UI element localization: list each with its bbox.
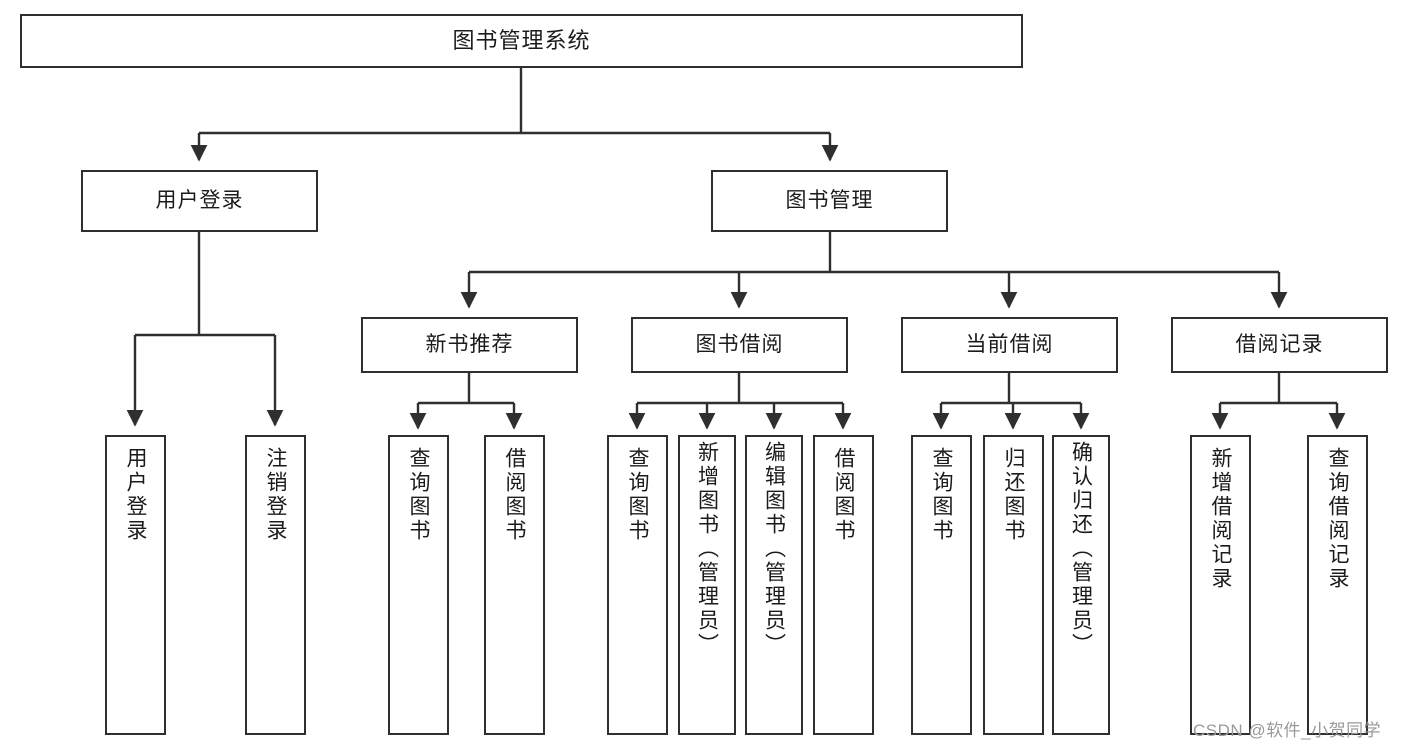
node-book-borrow[interactable]: 图书借阅 [631, 317, 848, 373]
node-leaf-user-logout-label: 注销登录 [264, 447, 287, 543]
node-user-login-label: 用户登录 [155, 188, 244, 212]
node-leaf-edit-book[interactable]: 编辑图书（管理员） [745, 435, 803, 735]
node-leaf-add-record-label: 新增借阅记录 [1209, 447, 1232, 591]
node-leaf-borrow-book-2-label: 借阅图书 [832, 447, 855, 543]
node-leaf-borrow-book-2[interactable]: 借阅图书 [813, 435, 874, 735]
node-leaf-user-login-label: 用户登录 [124, 447, 147, 543]
node-root[interactable]: 图书管理系统 [20, 14, 1023, 68]
node-leaf-query-book-2[interactable]: 查询图书 [607, 435, 668, 735]
node-leaf-query-book-3[interactable]: 查询图书 [911, 435, 972, 735]
node-current-borrow-label: 当前借阅 [965, 332, 1054, 356]
node-leaf-edit-book-label: 编辑图书（管理员） [762, 441, 786, 657]
node-leaf-query-book-2-label: 查询图书 [626, 447, 649, 543]
node-leaf-borrow-book-1-label: 借阅图书 [503, 447, 526, 543]
node-leaf-return-book[interactable]: 归还图书 [983, 435, 1044, 735]
node-current-borrow[interactable]: 当前借阅 [901, 317, 1118, 373]
csdn-watermark-text: CSDN @软件_小贺同学 [1193, 721, 1382, 740]
node-leaf-user-logout[interactable]: 注销登录 [245, 435, 306, 735]
node-leaf-query-book-1[interactable]: 查询图书 [388, 435, 449, 735]
node-new-book-rec[interactable]: 新书推荐 [361, 317, 578, 373]
node-book-manage-label: 图书管理 [785, 188, 874, 212]
node-leaf-add-book-label: 新增图书（管理员） [695, 441, 719, 657]
csdn-watermark: CSDN @软件_小贺同学 [1193, 716, 1381, 741]
node-book-manage[interactable]: 图书管理 [711, 170, 948, 232]
node-leaf-query-book-1-label: 查询图书 [407, 447, 430, 543]
node-leaf-return-book-label: 归还图书 [1002, 447, 1025, 543]
node-root-label: 图书管理系统 [452, 28, 591, 54]
node-book-borrow-label: 图书借阅 [695, 332, 784, 356]
node-leaf-query-record-label: 查询借阅记录 [1326, 447, 1349, 591]
node-leaf-user-login[interactable]: 用户登录 [105, 435, 166, 735]
node-leaf-add-record[interactable]: 新增借阅记录 [1190, 435, 1251, 735]
node-leaf-add-book[interactable]: 新增图书（管理员） [678, 435, 736, 735]
node-new-book-rec-label: 新书推荐 [425, 332, 514, 356]
node-leaf-borrow-book-1[interactable]: 借阅图书 [484, 435, 545, 735]
node-leaf-confirm-return[interactable]: 确认归还（管理员） [1052, 435, 1110, 735]
node-leaf-query-book-3-label: 查询图书 [930, 447, 953, 543]
node-borrow-record-label: 借阅记录 [1235, 332, 1324, 356]
node-leaf-query-record[interactable]: 查询借阅记录 [1307, 435, 1368, 735]
node-user-login[interactable]: 用户登录 [81, 170, 318, 232]
node-borrow-record[interactable]: 借阅记录 [1171, 317, 1388, 373]
node-leaf-confirm-return-label: 确认归还（管理员） [1069, 441, 1093, 657]
